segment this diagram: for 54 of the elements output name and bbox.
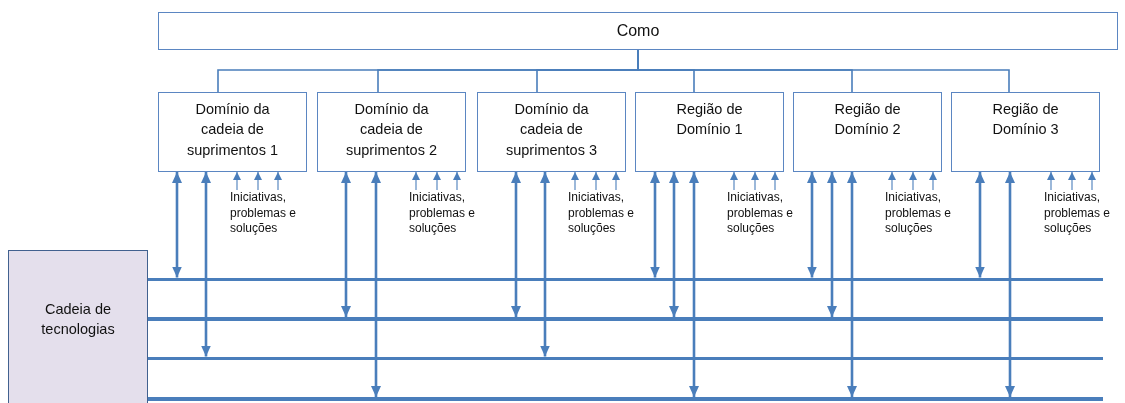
arrow — [1047, 171, 1055, 191]
arrow — [909, 171, 917, 191]
arrow — [592, 171, 600, 191]
double-arrow — [669, 172, 679, 317]
box-label: Cadeia de tecnologias — [40, 300, 116, 340]
double-arrow — [172, 172, 182, 278]
box-label: Como — [616, 20, 660, 41]
process-box — [317, 92, 466, 172]
arrow — [730, 171, 738, 191]
arrow — [412, 171, 420, 191]
note-text: Iniciativas, problemas e soluções — [568, 190, 636, 237]
double-arrow — [689, 172, 699, 397]
note-text: Iniciativas, problemas e soluções — [1044, 190, 1112, 237]
process-box — [635, 92, 784, 172]
arrow — [433, 171, 441, 191]
arrow — [751, 171, 759, 191]
process-box — [951, 92, 1100, 172]
arrow — [1068, 171, 1076, 191]
arrow — [274, 171, 282, 191]
box-label: Região de Domínio 1 — [675, 100, 744, 140]
note-text: Iniciativas, problemas e soluções — [727, 190, 795, 237]
note-text: Iniciativas, problemas e soluções — [409, 190, 477, 237]
arrow — [254, 171, 262, 191]
box-label: Domínio da cadeia de suprimentos 3 — [504, 100, 599, 160]
double-arrow — [650, 172, 660, 278]
box-label: Região de Domínio 3 — [991, 100, 1060, 140]
box-label: Região de Domínio 2 — [833, 100, 902, 140]
double-arrow — [807, 172, 817, 278]
note-text: Iniciativas, problemas e soluções — [230, 190, 298, 237]
double-arrow — [975, 172, 985, 278]
note-text: Iniciativas, problemas e soluções — [885, 190, 953, 237]
arrow — [453, 171, 461, 191]
double-arrow — [827, 172, 837, 317]
arrow — [571, 171, 579, 191]
arrow — [233, 171, 241, 191]
arrow — [929, 171, 937, 191]
double-arrow — [847, 172, 857, 397]
arrow — [612, 171, 620, 191]
header-box — [158, 12, 1118, 50]
side-box — [8, 250, 148, 403]
double-arrow — [341, 172, 351, 317]
process-box — [158, 92, 307, 172]
box-label: Domínio da cadeia de suprimentos 2 — [344, 100, 439, 160]
double-arrow — [540, 172, 550, 357]
arrow — [771, 171, 779, 191]
process-box — [477, 92, 626, 172]
double-arrow — [511, 172, 521, 317]
double-arrow — [201, 172, 211, 357]
double-arrow — [1005, 172, 1015, 397]
arrow — [888, 171, 896, 191]
box-label: Domínio da cadeia de suprimentos 1 — [185, 100, 280, 160]
process-box — [793, 92, 942, 172]
double-arrow — [371, 172, 381, 397]
arrow — [1088, 171, 1096, 191]
